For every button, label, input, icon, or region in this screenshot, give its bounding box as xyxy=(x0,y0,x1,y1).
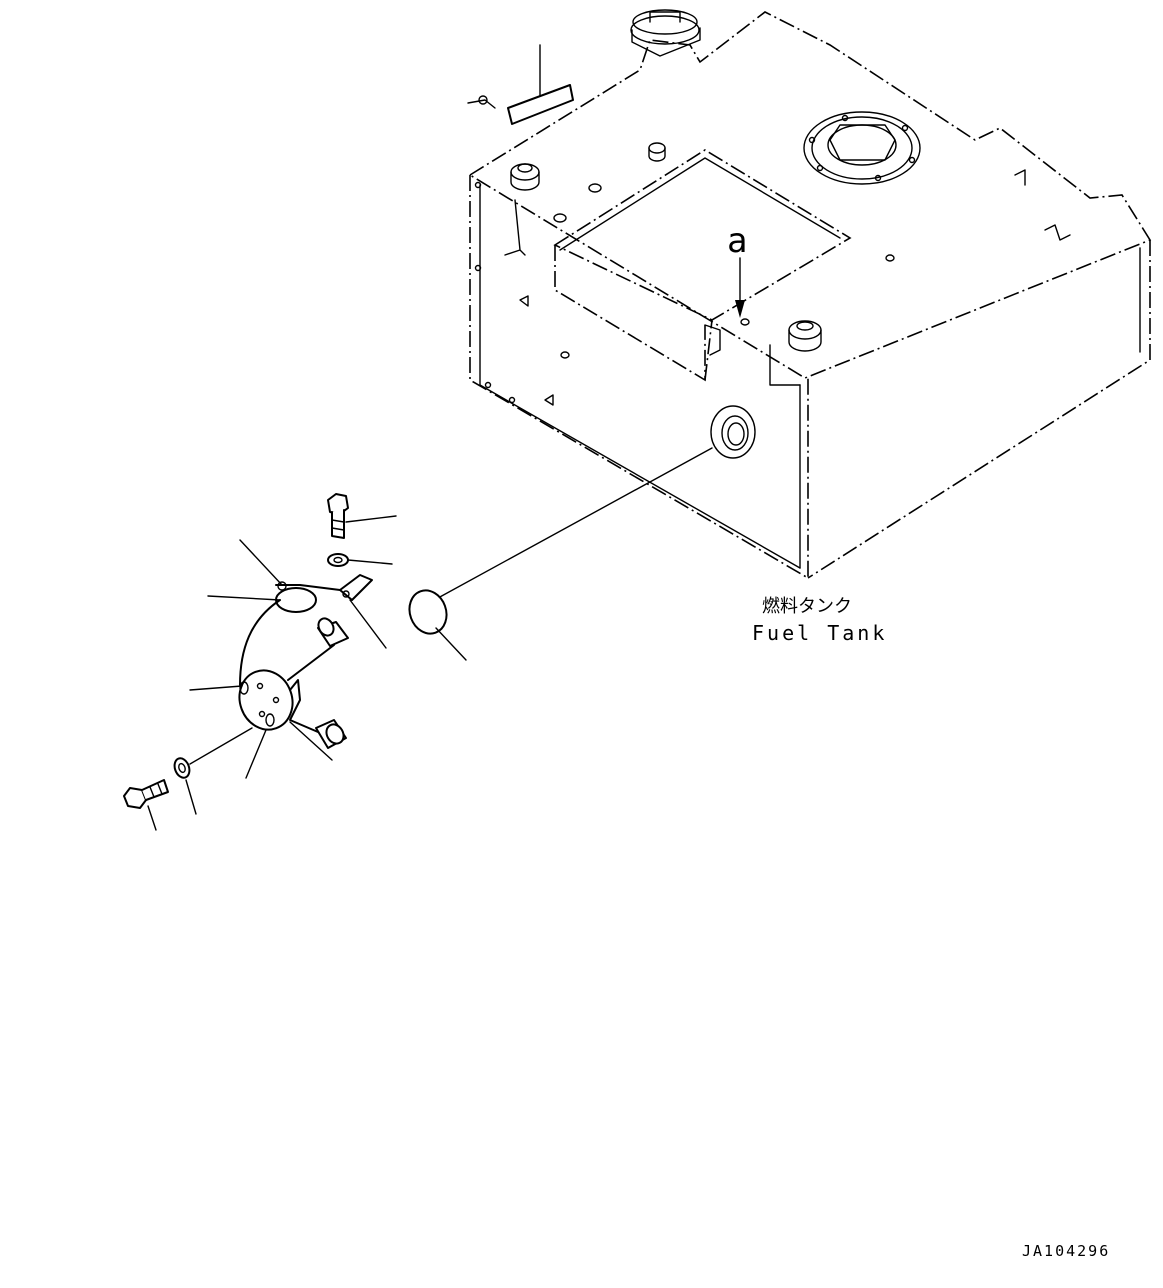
float-lower xyxy=(315,719,347,749)
reference-letter-a: a xyxy=(727,221,747,261)
drawing-number: JA104296 xyxy=(1022,1242,1110,1260)
fuel-tank-label-en: Fuel Tank xyxy=(752,621,887,645)
bolt-lower xyxy=(123,779,169,809)
fuel-tank xyxy=(467,9,1152,580)
fuel-tank-label-jp: 燃料タンク xyxy=(762,596,852,617)
sender-flange xyxy=(238,669,294,731)
gasket xyxy=(408,589,448,635)
bolt-upper xyxy=(327,493,349,539)
washer-upper xyxy=(327,553,349,567)
float-upper xyxy=(317,617,349,647)
tank-leader-lines xyxy=(437,44,745,599)
washer-lower xyxy=(173,757,191,779)
fuel-level-sender xyxy=(123,493,448,809)
sender-leader-lines xyxy=(147,515,467,831)
